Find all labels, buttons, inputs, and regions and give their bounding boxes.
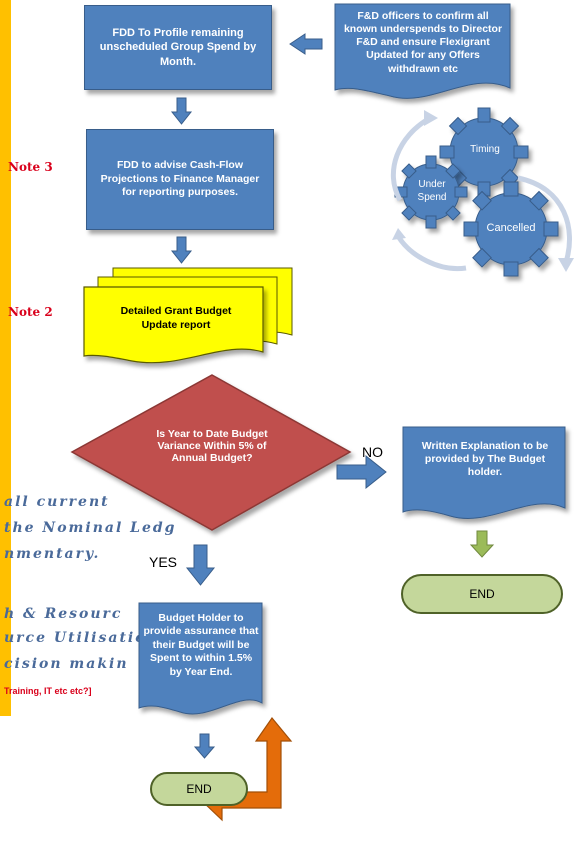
arrow-right-icon [336, 454, 387, 490]
gear-underspend-label: Under Spend [417, 179, 447, 203]
arrow-down-icon [170, 97, 193, 125]
assurance-text: Budget Holder to provide assurance that … [143, 612, 259, 678]
end-terminator-bottom: END [150, 772, 248, 806]
written-explanation-text: Written Explanation to be provided by Th… [421, 440, 549, 479]
cycle-arrow-icon [392, 228, 406, 240]
decision-diamond [70, 374, 352, 531]
end-terminator-right: END [401, 574, 563, 614]
background-text-6: cision makin [4, 656, 129, 672]
background-red-text: Training, IT etc etc?] [4, 686, 92, 696]
background-text-3: nmentary. [4, 546, 101, 562]
cycle-arrow-icon [395, 234, 467, 272]
gear-timing-icon [439, 107, 529, 197]
arrow-down-icon [193, 733, 216, 759]
background-text-1: all current [4, 494, 110, 510]
background-text-2: the Nominal Ledg [4, 520, 177, 536]
fd-officers-text: F&D officers to confirm all known unders… [343, 10, 503, 75]
fdd-profile-box: FDD To Profile remaining unscheduled Gro… [84, 5, 272, 90]
cashflow-text: FDD to advise Cash-Flow Projections to F… [100, 159, 260, 199]
decision-text: Is Year to Date Budget Variance Within 5… [156, 428, 268, 465]
note-2-label: Note 2 [8, 305, 53, 319]
report-doc-front [83, 286, 264, 364]
fd-officers-document [334, 3, 511, 99]
yes-label: YES [149, 554, 178, 570]
cycle-arrow-icon [424, 110, 438, 126]
cycle-arrow-icon [517, 175, 572, 263]
written-explanation-document [402, 426, 566, 519]
arrow-down-icon [170, 236, 193, 264]
gear-cancelled-icon [463, 181, 559, 277]
background-text-4: h & Resourc [4, 606, 123, 622]
gear-timing-label: Timing [470, 144, 500, 155]
gear-underspend-icon [394, 155, 468, 229]
assurance-document [138, 602, 263, 715]
cycle-arrow-icon [558, 258, 574, 272]
note-3-label: Note 3 [8, 160, 53, 174]
gear-cancelled-label: Cancelled [486, 222, 536, 234]
background-text-5: urce Utilisatio [4, 630, 147, 646]
no-label: NO [362, 444, 383, 460]
arrow-down-icon [185, 544, 216, 586]
arrow-left-icon [289, 33, 323, 55]
report-text: Detailed Grant Budget Update report [120, 305, 232, 331]
arrow-down-green-icon [469, 530, 495, 558]
cashflow-box: FDD to advise Cash-Flow Projections to F… [86, 129, 274, 230]
left-margin-bar [0, 0, 11, 716]
cycle-arrow-icon [390, 115, 432, 202]
fdd-profile-text: FDD To Profile remaining unscheduled Gro… [99, 27, 257, 68]
